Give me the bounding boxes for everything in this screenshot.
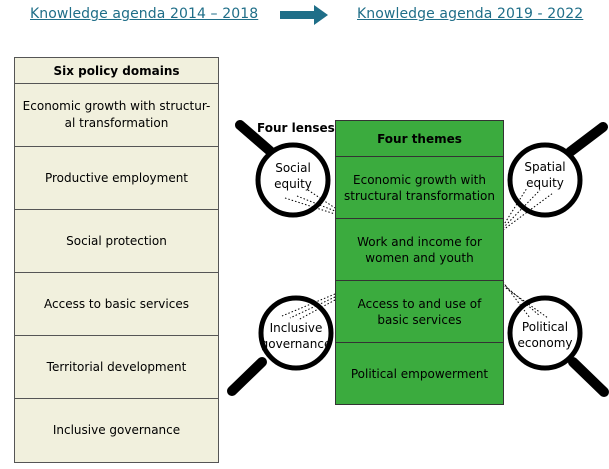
policy-domain-item: Social protection — [15, 210, 218, 273]
policy-domain-item: Inclusive governance — [52, 423, 181, 437]
policy-domains-title: Six policy domains — [15, 58, 218, 84]
theme-item: Political empowerment — [350, 366, 489, 381]
magnifying-glass-icon — [258, 295, 334, 371]
policy-domain-item: Productive employment — [15, 147, 218, 210]
lens-handle — [568, 357, 609, 397]
theme-item: Work and income for women and youth — [336, 219, 503, 281]
right-arrow-icon — [280, 5, 328, 25]
lens-handle — [227, 357, 267, 396]
link-knowledge-agenda-2019-2022[interactable]: Knowledge agenda 2019 - 2022 — [357, 6, 584, 22]
magnifying-glass-icon — [255, 142, 331, 218]
lens-handle — [235, 120, 275, 156]
policy-domain-item: Access to basic services — [15, 273, 218, 336]
theme-item: Access to and use of basic services — [336, 281, 503, 343]
themes-table: Four themes Economic growth with structu… — [335, 120, 504, 405]
lens-handle — [565, 122, 608, 157]
four-lenses-title: Four lenses — [257, 121, 335, 135]
policy-domain-item: Territorial development — [15, 336, 218, 399]
policy-domain-item: Economic growth with structur-al transfo… — [15, 84, 218, 147]
themes-title: Four themes — [336, 121, 503, 157]
magnifying-glass-icon — [507, 295, 583, 371]
policy-domains-table: Six policy domains Economic growth with … — [14, 57, 219, 463]
magnifying-glass-icon — [507, 142, 583, 218]
lens-connectors — [281, 187, 554, 321]
theme-item: Economic growth with structural transfor… — [336, 157, 503, 219]
link-knowledge-agenda-2014-2018[interactable]: Knowledge agenda 2014 – 2018 — [30, 6, 259, 22]
